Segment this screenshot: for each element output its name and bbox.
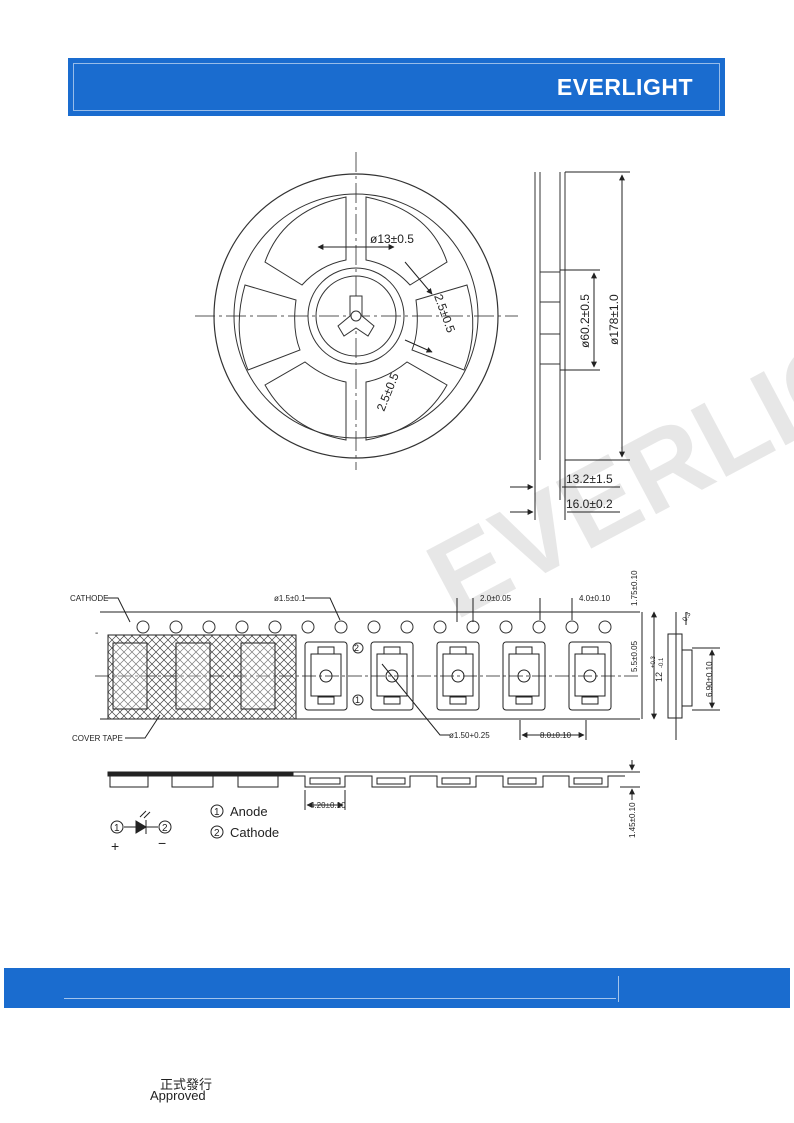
everlight-logo: EVERLIGHT [556, 74, 693, 100]
inner-diameter-label: ø60.2±0.5 [578, 294, 592, 348]
open-pockets [304, 641, 612, 711]
cathode-label: Cathode [230, 825, 279, 840]
header-frame [73, 63, 720, 111]
legend-minus-sign: − [158, 835, 166, 851]
cathode-leader-label: CATHODE [70, 594, 109, 603]
pocket-pitch-label: 8.0±0.10 [540, 731, 572, 740]
tape-width-minus: -0.1 [659, 657, 665, 668]
anode-number: 1 [214, 807, 220, 818]
cover-tape-label: COVER TAPE [72, 734, 123, 743]
side-thickness-label: 0.3 [682, 611, 693, 623]
mark-2-top: 2 [354, 643, 359, 653]
reel-front-view [195, 152, 518, 470]
reel-side-view [510, 171, 630, 520]
sprocket-holes [136, 620, 612, 634]
pocket-length-label: 4.20±0.10 [310, 801, 346, 810]
tape-width-plus: +0.3 [651, 655, 657, 668]
reel-outer-width-label: 16.0±0.2 [566, 497, 613, 511]
header-band: EVERLIGHT [68, 58, 725, 116]
anode-label: Anode [230, 804, 268, 819]
legend-plus-sign: + [111, 838, 119, 854]
watermark-text: EVERLIGHT [409, 238, 794, 642]
sprocket-hole-dia-label: ø1.5±0.1 [274, 594, 306, 603]
approval-english: Approved [150, 1088, 206, 1103]
polarity-legend [110, 804, 224, 839]
row-distance-label: 5.5±0.05 [630, 640, 639, 672]
covered-pockets [112, 642, 276, 710]
tape-top-view [95, 597, 657, 740]
footer-band [4, 968, 790, 1008]
legend-symbol-2: 2 [162, 823, 168, 834]
pocket-width-label: 6.90±0.10 [705, 661, 714, 697]
hole-pitch-label: 4.0±0.10 [579, 594, 611, 603]
cathode-number: 2 [214, 828, 220, 839]
reel-inner-width-label: 13.2±1.5 [566, 472, 613, 486]
mark-1-bottom: 1 [355, 695, 360, 705]
slot-width-a-label: 2.5±0.5 [431, 292, 458, 335]
legend-symbol-1: 1 [114, 823, 120, 834]
pocket-depth-label: 1.45±0.10 [628, 802, 637, 838]
approval-chinese: 正式發行 [160, 1078, 213, 1093]
watermark: EVERLIGHT [409, 238, 794, 642]
edge-distance-label: 1.75±0.10 [630, 570, 639, 606]
hole-offset-label: 2.0±0.05 [480, 594, 512, 603]
hub-diameter-label: ø13±0.5 [370, 232, 414, 246]
footer-rule [64, 968, 616, 999]
slot-width-b-label: 2.5±0.5 [374, 371, 402, 414]
tape-side-profile [667, 612, 720, 740]
pocket-hole-label: ø1.50+0.25 [449, 731, 490, 740]
footer-separator [618, 976, 619, 1002]
tape-width-label: 12 [654, 672, 664, 682]
tape-cross-section [107, 760, 640, 810]
tape-minus-mark: - [95, 628, 98, 639]
outer-diameter-label: ø178±1.0 [607, 294, 621, 345]
